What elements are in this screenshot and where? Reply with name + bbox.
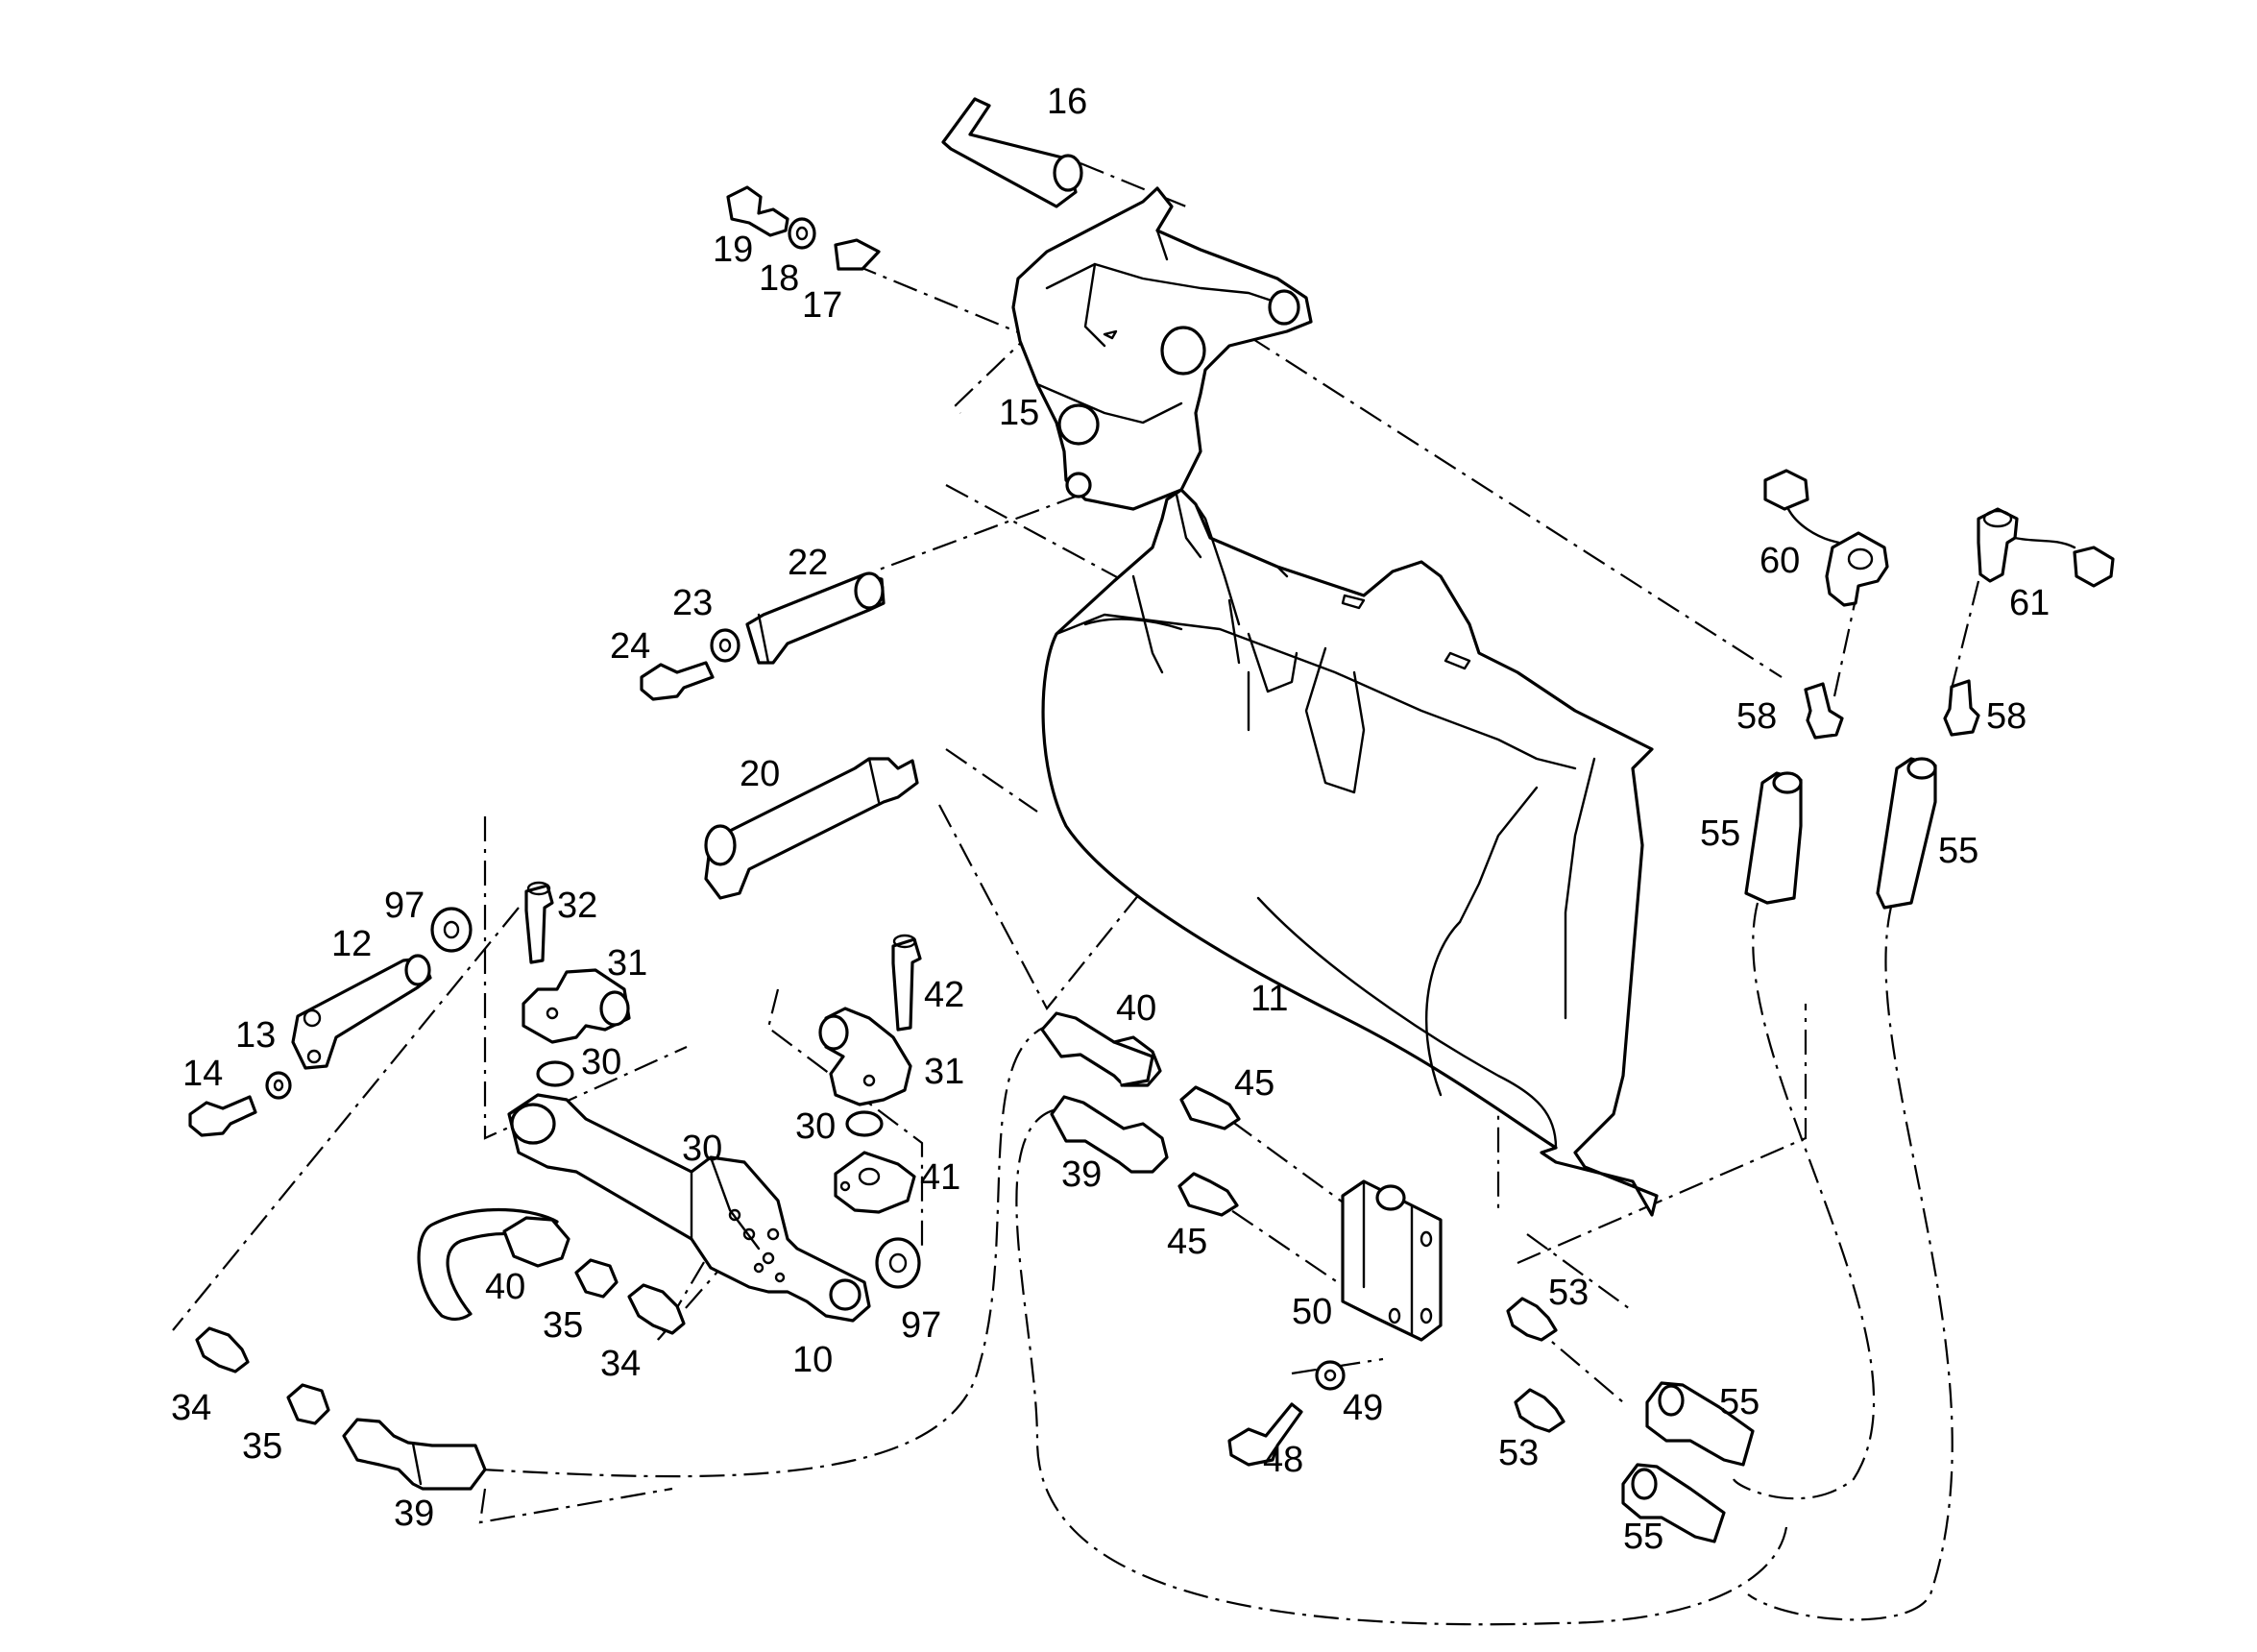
label-34-lower: 34 xyxy=(171,1388,211,1428)
label-45-upper: 45 xyxy=(1234,1063,1274,1104)
coupling-61 xyxy=(1977,507,2115,588)
part-labels: 16 19 18 17 15 22 23 24 20 60 61 58 58 5… xyxy=(171,82,2050,1557)
label-55-upper-right: 55 xyxy=(1938,831,1978,871)
hose-39-upper xyxy=(1050,1095,1169,1174)
fitting-53-lower xyxy=(1514,1388,1565,1433)
bolt-24 xyxy=(640,661,715,701)
nipple-58-right xyxy=(1943,679,1980,737)
hose-55-lower-a xyxy=(1645,1381,1755,1467)
label-18: 18 xyxy=(759,258,799,299)
screw-42 xyxy=(891,934,922,1032)
valve-block-50 xyxy=(1341,1179,1443,1342)
label-30-right: 30 xyxy=(795,1106,836,1147)
label-49: 49 xyxy=(1343,1388,1383,1428)
washer-18 xyxy=(788,217,816,250)
label-53-lower: 53 xyxy=(1498,1433,1539,1473)
label-32: 32 xyxy=(557,886,597,926)
hose-55-lower-b xyxy=(1621,1463,1726,1543)
cylinder-10 xyxy=(507,1093,871,1323)
label-12: 12 xyxy=(331,924,372,964)
washer-97-lower xyxy=(875,1237,921,1289)
fitting-45-lower xyxy=(1177,1172,1239,1217)
label-30-center: 30 xyxy=(682,1129,722,1169)
coupling-60 xyxy=(1763,469,1889,607)
pin-12 xyxy=(291,954,432,1070)
label-30-left: 30 xyxy=(581,1042,621,1082)
pin-16 xyxy=(941,97,1083,208)
adapter-35-center xyxy=(574,1258,619,1299)
label-53-upper: 53 xyxy=(1548,1273,1589,1313)
label-31-left: 31 xyxy=(607,943,647,984)
pin-22 xyxy=(745,571,886,665)
bucket-11 xyxy=(1041,488,1659,1217)
label-40-left: 40 xyxy=(485,1267,525,1307)
hose-39-lower xyxy=(342,1418,487,1491)
hose-55-upper-a xyxy=(1744,771,1803,905)
label-16: 16 xyxy=(1047,82,1087,122)
label-24: 24 xyxy=(610,626,650,667)
hose-40-left xyxy=(417,1207,570,1322)
o-ring-30-left xyxy=(536,1060,574,1087)
bracket-15 xyxy=(1011,186,1313,511)
label-13: 13 xyxy=(235,1015,276,1056)
label-11: 11 xyxy=(1250,979,1288,1019)
fitting-34-center xyxy=(627,1283,686,1335)
label-35-lower: 35 xyxy=(242,1426,282,1467)
washer-49 xyxy=(1315,1360,1346,1391)
label-48: 48 xyxy=(1263,1440,1303,1480)
flange-plate-41 xyxy=(834,1151,916,1214)
label-22: 22 xyxy=(788,543,828,583)
label-61: 61 xyxy=(2009,583,2050,623)
washer-23 xyxy=(710,628,740,663)
lock-plate-17 xyxy=(834,238,881,271)
washer-97-upper xyxy=(430,907,473,953)
label-19: 19 xyxy=(713,230,753,270)
pin-20 xyxy=(704,757,919,900)
label-34-center: 34 xyxy=(600,1344,641,1384)
bolt-19 xyxy=(726,185,789,237)
elbow-flange-31-left xyxy=(522,968,631,1044)
label-31-right: 31 xyxy=(924,1052,964,1092)
bolt-48 xyxy=(1227,1402,1303,1467)
label-58-right: 58 xyxy=(1986,696,2026,737)
label-20: 20 xyxy=(740,754,780,794)
label-58-left: 58 xyxy=(1736,696,1777,737)
fitting-45-upper xyxy=(1179,1085,1241,1130)
fitting-34-lower xyxy=(195,1326,250,1373)
label-55-lower-right: 55 xyxy=(1719,1382,1759,1422)
hose-55-upper-b xyxy=(1876,757,1937,910)
label-55-lower-left: 55 xyxy=(1623,1517,1663,1557)
o-ring-30-right xyxy=(845,1110,884,1137)
label-17: 17 xyxy=(802,285,842,326)
label-23: 23 xyxy=(672,583,713,623)
label-39-upper: 39 xyxy=(1061,1154,1102,1195)
washer-13 xyxy=(265,1071,292,1100)
label-60: 60 xyxy=(1759,541,1800,581)
label-97-upper: 97 xyxy=(384,886,425,926)
hose-runs xyxy=(479,902,1954,1626)
label-41: 41 xyxy=(920,1157,960,1198)
label-55-upper-left: 55 xyxy=(1700,814,1740,854)
elbow-flange-31-right xyxy=(818,1007,912,1106)
label-45-lower: 45 xyxy=(1167,1222,1207,1262)
label-50: 50 xyxy=(1292,1292,1332,1332)
nipple-58-left xyxy=(1804,682,1844,740)
bolt-14 xyxy=(188,1095,257,1137)
label-35-center: 35 xyxy=(543,1305,583,1346)
label-40-upper: 40 xyxy=(1116,988,1156,1029)
fitting-53-upper xyxy=(1506,1297,1558,1342)
label-14: 14 xyxy=(182,1054,223,1094)
screw-32 xyxy=(524,881,554,964)
adapter-35-lower xyxy=(286,1383,330,1425)
hose-40-upper xyxy=(1040,1011,1162,1087)
label-42: 42 xyxy=(924,975,964,1015)
label-97-lower: 97 xyxy=(901,1305,941,1346)
label-15: 15 xyxy=(999,393,1039,433)
label-10: 10 xyxy=(792,1340,833,1380)
label-39-lower: 39 xyxy=(394,1494,434,1534)
